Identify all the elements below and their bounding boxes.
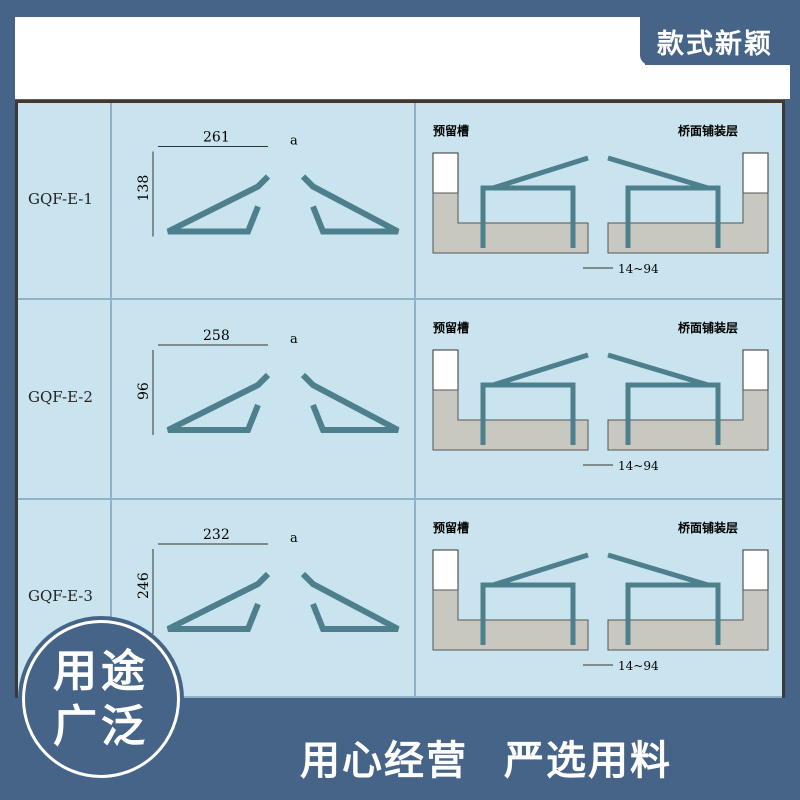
rebar-right: [607, 552, 721, 645]
joint-row: GQF-E-3 232 a 246 预留槽 桥面铺装层 14~94: [18, 500, 782, 698]
pavement-right: [742, 549, 769, 591]
height-dimension: 138: [136, 175, 152, 202]
pavement-right: [742, 152, 769, 194]
joint-row: GQF-E-2 258 a 96 预留槽 桥面铺装层 14~94: [18, 300, 782, 500]
groove-label: 预留槽: [433, 320, 469, 335]
slogan-part2: 严选用料: [504, 738, 672, 784]
joint-row: GQF-E-1 261 a 138 预留槽 桥面铺装层 14~94: [18, 103, 782, 300]
range-label: 14~94: [618, 262, 659, 276]
groove-label: 预留槽: [433, 123, 469, 138]
installation-diagram: 预留槽 桥面铺装层 14~94: [432, 320, 769, 473]
rebar-left: [480, 155, 589, 248]
left-profile: [166, 571, 271, 632]
expansion-joint-figure: GQF-E-1 261 a 138 预留槽 桥面铺装层 14~94 GQF-E-…: [15, 100, 785, 698]
column-divider: [110, 103, 112, 698]
concrete-right: [607, 389, 769, 451]
left-profile: [166, 174, 271, 235]
pavement-left: [432, 549, 459, 591]
pavement-label: 桥面铺装层: [678, 320, 738, 335]
gap-label: a: [290, 531, 298, 546]
style-badge: 款式新颖: [640, 17, 790, 65]
slogan: 用心经营严选用料: [300, 728, 708, 786]
range-label: 14~94: [618, 659, 659, 673]
top-banner: [15, 17, 645, 99]
concrete-left: [432, 389, 589, 451]
banner-extension: [640, 65, 790, 99]
usage-circle: 用途 广泛: [22, 620, 180, 778]
profile-diagram: 232 a 246: [136, 527, 400, 634]
rebar-right: [607, 352, 721, 445]
profile-diagram: 258 a 96: [136, 328, 400, 435]
profile-diagram: 261 a 138: [136, 130, 400, 237]
concrete-right: [607, 192, 769, 254]
right-profile: [300, 174, 400, 235]
height-dimension: 246: [136, 572, 152, 599]
pavement-right: [742, 349, 769, 391]
width-dimension: 258: [203, 328, 230, 344]
right-profile: [300, 372, 400, 433]
installation-diagram: 预留槽 桥面铺装层 14~94: [432, 123, 769, 276]
right-profile: [300, 571, 400, 632]
pavement-left: [432, 349, 459, 391]
concrete-left: [432, 192, 589, 254]
circle-line2: 广泛: [53, 701, 149, 752]
pavement-label: 桥面铺装层: [678, 520, 738, 535]
width-dimension: 232: [203, 527, 230, 543]
gap-label: a: [290, 332, 298, 347]
rebar-right: [607, 155, 721, 248]
concrete-right: [607, 589, 769, 651]
pavement-label: 桥面铺装层: [678, 123, 738, 138]
installation-diagram: 预留槽 桥面铺装层 14~94: [432, 520, 769, 673]
left-profile: [166, 372, 271, 433]
slogan-part1: 用心经营: [300, 738, 468, 784]
column-divider: [414, 103, 416, 698]
height-dimension: 96: [136, 382, 152, 400]
concrete-left: [432, 589, 589, 651]
gap-label: a: [290, 134, 298, 149]
model-label: GQF-E-1: [28, 189, 93, 208]
circle-line1: 用途: [53, 646, 149, 697]
width-dimension: 261: [203, 130, 230, 146]
model-label: GQF-E-3: [28, 587, 93, 605]
model-label: GQF-E-2: [28, 388, 93, 406]
range-label: 14~94: [618, 459, 659, 473]
pavement-left: [432, 152, 459, 194]
rebar-left: [480, 552, 589, 645]
groove-label: 预留槽: [433, 520, 469, 535]
rebar-left: [480, 352, 589, 445]
